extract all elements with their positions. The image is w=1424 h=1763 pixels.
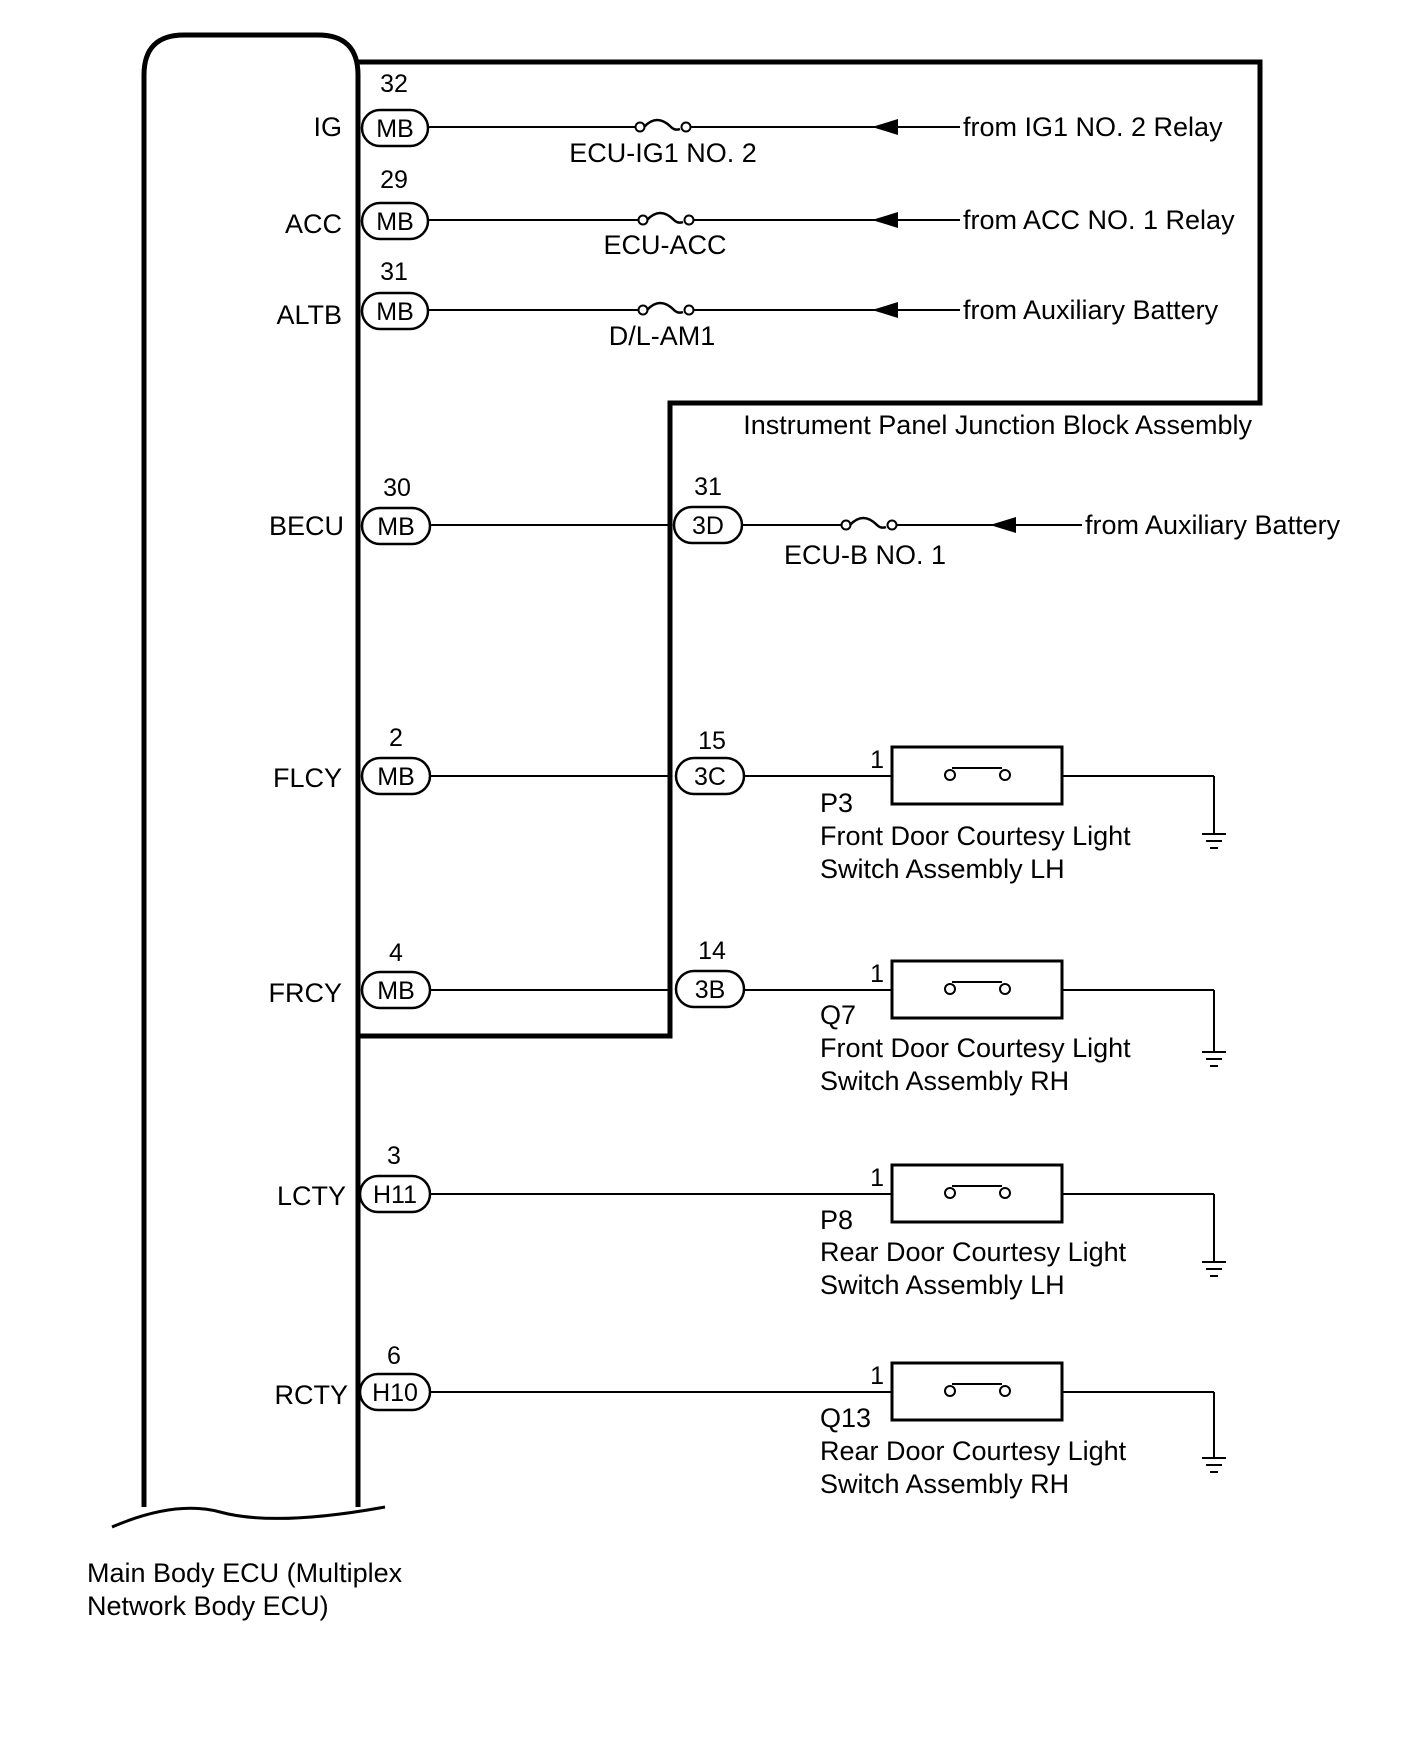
pin-number: 30 <box>383 474 411 502</box>
switch-name-line1: Front Door Courtesy Light <box>820 821 1131 851</box>
switch-box <box>890 1361 1064 1422</box>
signal-label: LCTY <box>277 1181 346 1211</box>
ground-icon <box>1202 1261 1226 1277</box>
switch-name-line1: Front Door Courtesy Light <box>820 1033 1131 1063</box>
connector-code: MB <box>377 763 415 791</box>
row-lcty: LCTY 3 H11 1 P8 Rear Door Courtesy Light… <box>277 1142 1226 1300</box>
source-label: from IG1 NO. 2 Relay <box>963 112 1223 142</box>
jb-pin-number: 15 <box>698 727 726 755</box>
arrow-icon <box>872 119 898 135</box>
row-flcy: FLCY 2 MB 15 3C 1 P3 Front Door Courtesy… <box>273 724 1226 884</box>
arrow-icon <box>872 212 898 228</box>
jb-connector-code: 3D <box>692 512 724 540</box>
pin-number: 3 <box>387 1142 401 1170</box>
connector-code: MB <box>376 208 414 236</box>
connector-code: MB <box>376 298 414 326</box>
ecu-label-line2: Network Body ECU) <box>87 1591 329 1621</box>
switch-name-line2: Switch Assembly LH <box>820 1270 1065 1300</box>
pin-number: 32 <box>380 70 408 98</box>
fuse-icon <box>637 301 695 316</box>
pin-number: 6 <box>387 1342 401 1370</box>
switch-code: P3 <box>820 788 853 818</box>
fuse-label: D/L-AM1 <box>609 321 716 351</box>
row-acc: ACC 29 MB ECU-ACC from ACC NO. 1 Relay <box>285 166 1235 260</box>
switch-pin-number: 1 <box>870 960 884 988</box>
pin-number: 31 <box>380 258 408 286</box>
pin-number: 29 <box>380 166 408 194</box>
junction-block-label: Instrument Panel Junction Block Assembly <box>743 410 1252 440</box>
fuse-icon <box>840 516 898 531</box>
switch-name-line2: Switch Assembly RH <box>820 1469 1069 1499</box>
switch-pin-number: 1 <box>870 1362 884 1390</box>
jb-connector-code: 3C <box>694 763 726 791</box>
signal-label: FLCY <box>273 763 342 793</box>
switch-name-line2: Switch Assembly RH <box>820 1066 1069 1096</box>
jb-connector-code: 3B <box>695 976 726 1004</box>
ecu-break-line <box>111 1505 386 1529</box>
connector-code: H11 <box>373 1181 417 1209</box>
ecu-body-outline <box>141 32 361 1507</box>
fuse-label: ECU-B NO. 1 <box>784 540 946 570</box>
switch-name-line2: Switch Assembly LH <box>820 854 1065 884</box>
fuse-label: ECU-IG1 NO. 2 <box>569 138 757 168</box>
row-frcy: FRCY 4 MB 14 3B 1 Q7 Front Door Courtesy… <box>269 937 1226 1096</box>
row-rcty: RCTY 6 H10 1 Q13 Rear Door Courtesy Ligh… <box>275 1342 1226 1499</box>
ground-icon <box>1202 1051 1226 1067</box>
switch-contact-icon <box>944 767 1011 781</box>
switch-pin-number: 1 <box>870 746 884 774</box>
arrow-icon <box>872 302 898 318</box>
source-label: from Auxiliary Battery <box>1085 510 1341 540</box>
switch-box <box>890 1163 1064 1224</box>
row-ig: IG 32 MB ECU-IG1 NO. 2 from IG1 NO. 2 Re… <box>313 70 1223 168</box>
signal-label: BECU <box>269 511 344 541</box>
switch-box <box>890 959 1064 1020</box>
connector-code: MB <box>377 513 415 541</box>
switch-contact-icon <box>944 1383 1011 1397</box>
switch-contact-icon <box>944 1185 1011 1199</box>
ground-icon <box>1202 1457 1226 1473</box>
row-becu: BECU 30 MB 31 3D ECU-B NO. 1 from Auxili… <box>269 473 1341 570</box>
connector-code: H10 <box>372 1379 418 1407</box>
connector-code: MB <box>376 115 414 143</box>
signal-label: RCTY <box>275 1380 349 1410</box>
junction-block-outline <box>358 59 1263 1039</box>
source-label: from Auxiliary Battery <box>963 295 1219 325</box>
switch-code: Q13 <box>820 1403 871 1433</box>
switch-contact-icon <box>944 981 1011 995</box>
fuse-icon <box>637 211 695 226</box>
fuse-label: ECU-ACC <box>603 230 726 260</box>
arrow-icon <box>990 517 1016 533</box>
ground-icon <box>1202 833 1226 849</box>
fuse-icon <box>634 118 692 133</box>
ecu-label-line1: Main Body ECU (Multiplex <box>87 1558 403 1588</box>
jb-pin-number: 14 <box>698 937 726 965</box>
switch-name-line1: Rear Door Courtesy Light <box>820 1436 1127 1466</box>
switch-name-line1: Rear Door Courtesy Light <box>820 1237 1127 1267</box>
signal-label: IG <box>313 112 342 142</box>
signal-label: FRCY <box>269 978 343 1008</box>
switch-pin-number: 1 <box>870 1164 884 1192</box>
switch-code: Q7 <box>820 1000 856 1030</box>
jb-pin-number: 31 <box>694 473 722 501</box>
signal-label: ACC <box>285 209 342 239</box>
switch-box <box>890 745 1064 806</box>
switch-code: P8 <box>820 1205 853 1235</box>
connector-code: MB <box>377 977 415 1005</box>
row-altb: ALTB 31 MB D/L-AM1 from Auxiliary Batter… <box>276 258 1218 351</box>
pin-number: 2 <box>389 724 403 752</box>
signal-label: ALTB <box>276 300 342 330</box>
source-label: from ACC NO. 1 Relay <box>963 205 1235 235</box>
pin-number: 4 <box>389 939 403 967</box>
